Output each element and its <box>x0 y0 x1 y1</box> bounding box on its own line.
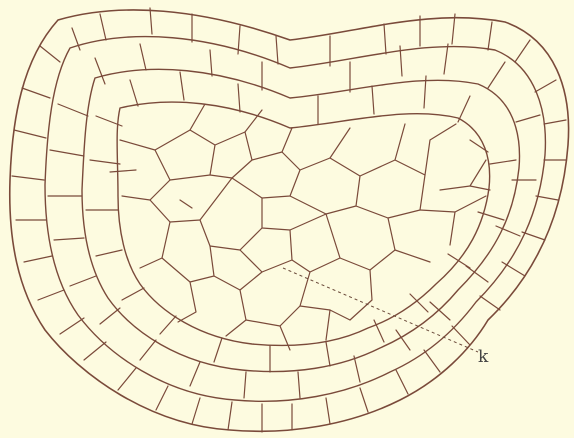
outer-epidermis-outline <box>10 10 569 431</box>
label-k: k <box>478 347 489 367</box>
hypodermis-layer <box>45 37 545 402</box>
label-k-leader-line <box>283 268 478 352</box>
inner-cell-walls <box>110 104 490 350</box>
radial-walls <box>12 8 566 432</box>
